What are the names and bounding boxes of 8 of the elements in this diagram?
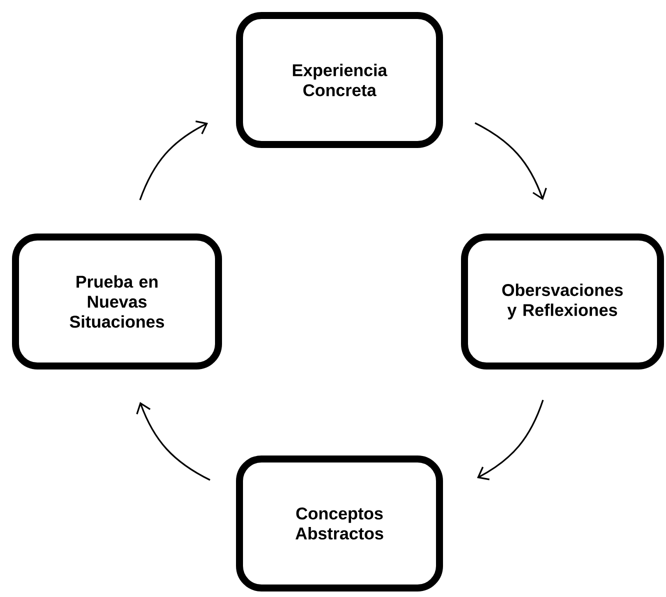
arrow [139, 120, 208, 200]
process-box: Obersvaciones y Reflexiones [461, 234, 664, 370]
arrow [474, 122, 547, 200]
arrow [136, 402, 210, 481]
process-box: Experiencia Concreta [236, 12, 443, 148]
arrow [477, 400, 544, 480]
process-box: Conceptos Abstractos [236, 456, 443, 592]
process-box: Prueba en Nuevas Situaciones [12, 234, 222, 370]
